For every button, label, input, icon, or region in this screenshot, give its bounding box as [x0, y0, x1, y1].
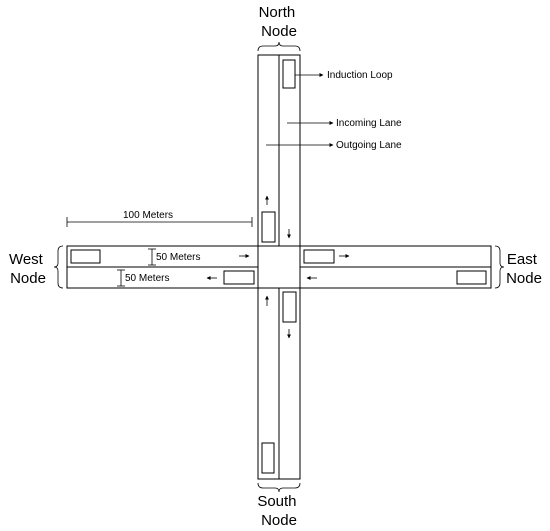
south-brace: [257, 482, 301, 493]
fifty-meters-upper-label: 50 Meters: [156, 252, 200, 263]
north-near-loop: [261, 211, 276, 243]
fifty-meters-lower-label: 50 Meters: [125, 273, 169, 284]
induction-loop-label: Induction Loop: [327, 70, 393, 81]
north-node-label: North Node: [259, 4, 300, 40]
north-brace: [257, 41, 301, 52]
west-near-loop: [223, 270, 255, 285]
south-node-label: South Node: [257, 493, 300, 529]
east-brace: [494, 245, 505, 289]
hundred-meters-label: 100 Meters: [123, 210, 173, 221]
outgoing-lane-label: Outgoing Lane: [336, 140, 402, 151]
incoming-lane-label: Incoming Lane: [336, 118, 402, 129]
west-node-label: West Node: [9, 251, 47, 287]
intersection-center: [257, 245, 301, 289]
west-brace: [53, 245, 64, 289]
south-near-loop: [282, 291, 297, 323]
west-far-loop: [70, 249, 101, 264]
east-far-loop: [456, 270, 487, 285]
south-far-loop: [261, 442, 275, 474]
east-node-label: East Node: [506, 251, 542, 287]
north-far-loop: [282, 59, 296, 89]
east-near-loop: [303, 249, 335, 264]
